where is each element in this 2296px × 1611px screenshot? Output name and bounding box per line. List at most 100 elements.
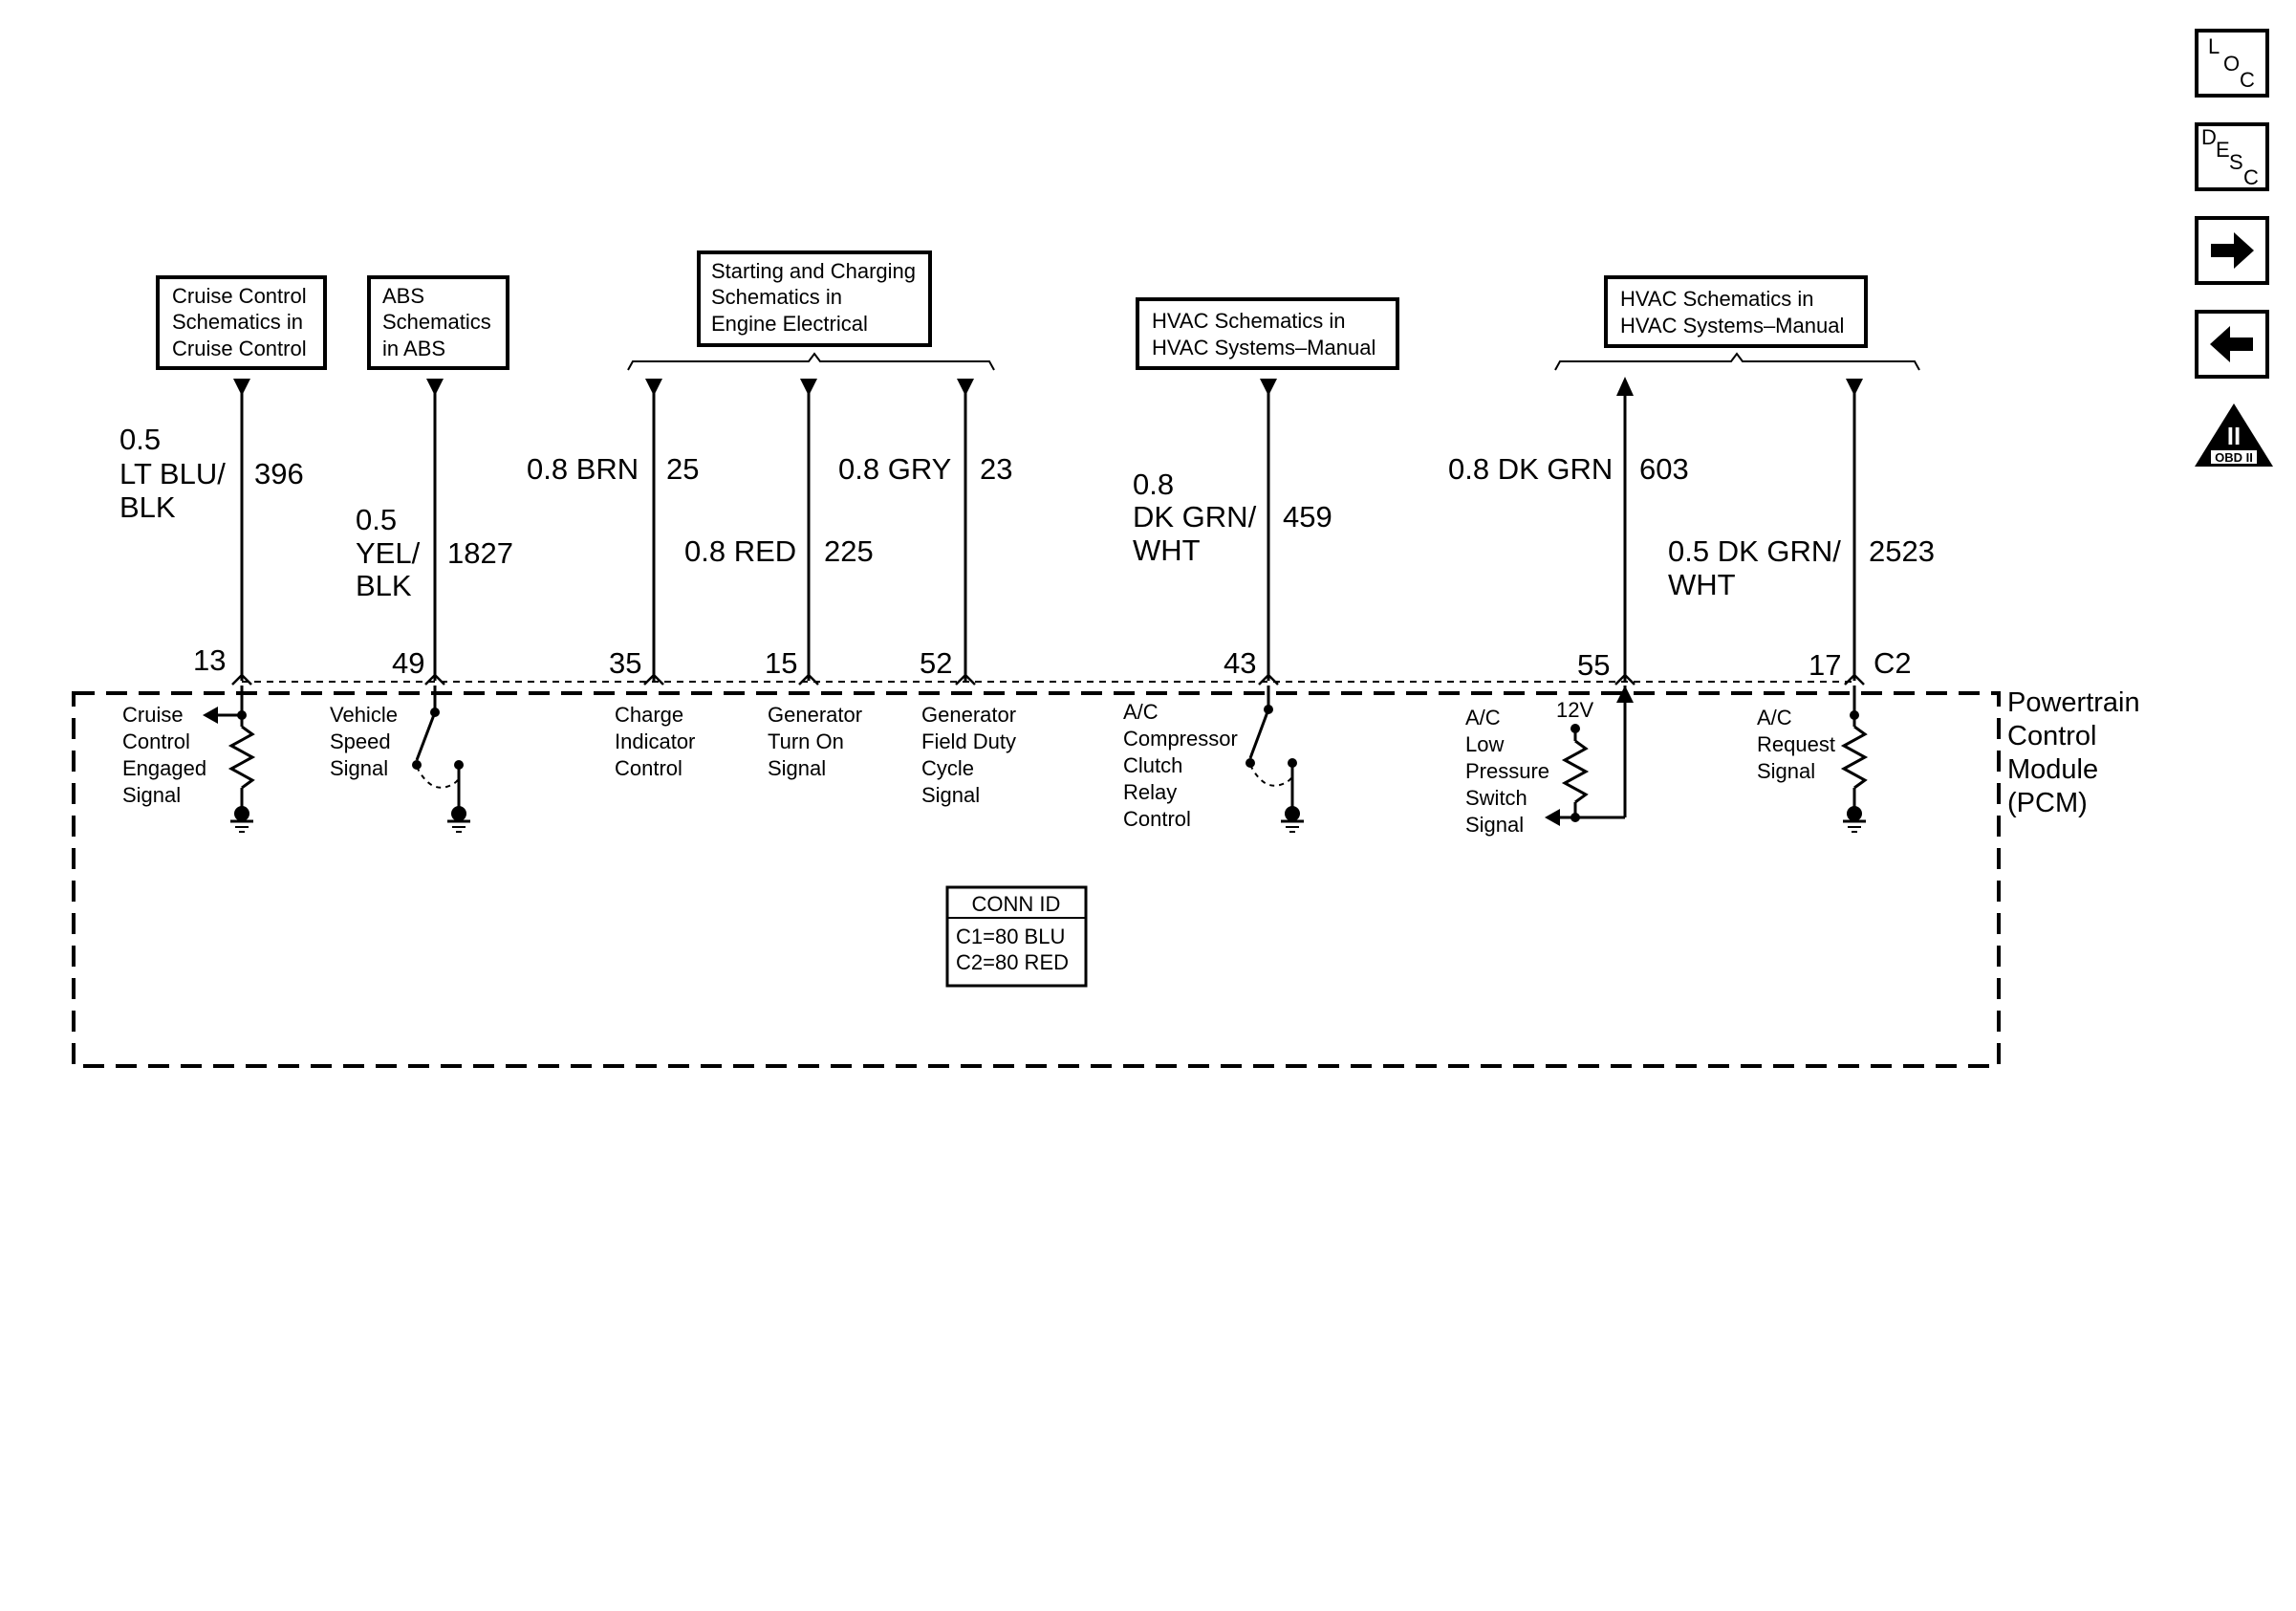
ref-text: Schematics in [172, 310, 303, 334]
arrow-up-603 [1616, 377, 1634, 396]
switch-contact [412, 760, 422, 770]
previous-button[interactable] [2195, 310, 2269, 379]
desc-button[interactable]: D E S C [2195, 122, 2269, 191]
pcm-boundary [72, 691, 2001, 1068]
ref-text: Schematics in [711, 285, 842, 309]
arrow-down-23 [957, 379, 974, 396]
connector-c2: C2 [1874, 646, 1912, 680]
circuit-396: 396 [254, 457, 304, 490]
obd-text: OBD II [2215, 450, 2253, 465]
ac-relay-switch [1248, 686, 1294, 796]
pin-17: 17 [1809, 648, 1841, 682]
next-button[interactable] [2195, 216, 2269, 285]
ref-hvac-schematics-1[interactable]: HVAC Schematics in HVAC Systems–Manual [1136, 297, 1399, 370]
pin-13: 13 [193, 643, 226, 677]
arrow-down-2523 [1846, 379, 1863, 396]
svg-text:O: O [2223, 52, 2240, 76]
ref-text: HVAC Systems–Manual [1152, 336, 1375, 359]
pin-chevron [798, 673, 819, 686]
pin-chevron [1258, 673, 1279, 686]
junction-dot [1850, 710, 1859, 720]
pin-43: 43 [1224, 646, 1256, 680]
arrow-down-225 [800, 379, 817, 396]
pin-15: 15 [765, 646, 797, 680]
switch-contact [1288, 758, 1297, 768]
switch-contact [1245, 758, 1255, 768]
wire-label-25: 0.8 BRN [527, 452, 639, 486]
ref-hvac-schematics-2[interactable]: HVAC Schematics in HVAC Systems–Manual [1604, 275, 1868, 348]
ref-text: HVAC Systems–Manual [1620, 314, 1844, 337]
wire-label-225: 0.8 RED [684, 534, 796, 568]
pin-chevron [1614, 673, 1635, 686]
ground-icon [445, 795, 472, 834]
svg-text:E: E [2216, 138, 2230, 162]
arrow-down-459 [1260, 379, 1277, 396]
wire-label-2523: 0.5 DK GRN/WHT [1668, 534, 1841, 601]
ref-text: Engine Electrical [711, 312, 868, 336]
circuit-2523: 2523 [1869, 534, 1935, 568]
ac-request-circuit [1840, 686, 1869, 796]
ref-text: HVAC Schematics in [1620, 287, 1814, 311]
vehicle-speed-switch [415, 686, 461, 796]
circuit-23: 23 [980, 452, 1012, 486]
arrow-right-icon [2211, 232, 2254, 269]
svg-text:L: L [2208, 34, 2220, 58]
pin-chevron [424, 673, 445, 686]
pin-49: 49 [392, 646, 424, 680]
voltage-12v: 12V [1556, 698, 1593, 722]
ref-text: HVAC Schematics in [1152, 309, 1346, 333]
pin-35: 35 [609, 646, 641, 680]
svg-text:D: D [2201, 125, 2217, 149]
junction-dot [1570, 813, 1580, 822]
arrow-left-icon [203, 707, 218, 724]
pin-52: 52 [920, 646, 952, 680]
pin-chevron [1844, 673, 1865, 686]
arrow-down-25 [645, 379, 662, 396]
obd2-button[interactable]: II OBD II [2195, 403, 2273, 467]
arrow-left-icon [1545, 809, 1560, 826]
ref-text: Cruise Control [172, 284, 307, 308]
switch-contact [1264, 705, 1273, 714]
bracket-starting-charging [627, 352, 995, 371]
arrow-up-icon [1616, 686, 1634, 703]
bracket-hvac [1554, 352, 1920, 371]
pin-chevron [955, 673, 976, 686]
svg-text:S: S [2229, 150, 2243, 174]
switch-contact [454, 760, 464, 770]
arrow-left-icon [2210, 326, 2253, 362]
ref-text: Cruise Control [172, 337, 307, 360]
ref-text: in ABS [382, 337, 445, 360]
pin-55: 55 [1577, 648, 1610, 682]
loc-button[interactable]: L O C [2195, 29, 2269, 98]
ground-icon [228, 795, 255, 834]
junction-dot [1570, 724, 1580, 733]
ref-text: Schematics [382, 310, 491, 334]
cruise-engaged-circuit [215, 686, 256, 796]
circuit-1827: 1827 [447, 536, 513, 570]
svg-text:C: C [2243, 165, 2259, 189]
ground-icon [1841, 795, 1868, 834]
junction-dot [237, 710, 247, 720]
arrow-down-1827 [426, 379, 444, 396]
conn-id-line: C1=80 BLU [956, 925, 1065, 948]
conn-id-line: C2=80 RED [956, 950, 1069, 974]
svg-text:C: C [2240, 68, 2255, 92]
switch-contact [430, 708, 440, 717]
ref-text: Starting and Charging [711, 259, 916, 283]
